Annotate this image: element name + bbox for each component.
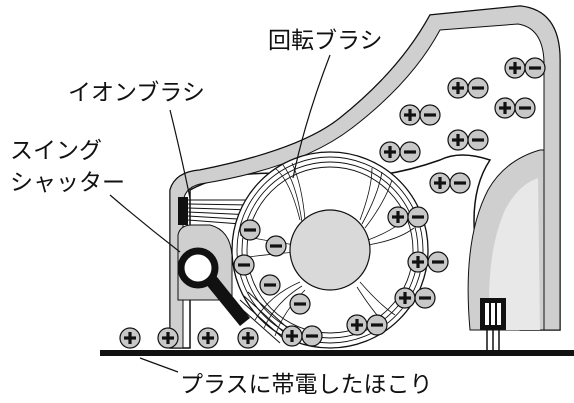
leader-swing-shutter [109,194,181,253]
minus-sign [371,323,383,327]
minus-sign [519,106,531,110]
plus-sign-v [416,256,420,268]
minus-sign [412,215,424,219]
minus-sign [264,283,276,287]
plus-sign-v [396,211,400,223]
ion-brush-mount [178,197,188,225]
plus-sign-v [206,332,210,344]
minus-sign [238,263,250,267]
minus-sign [294,302,306,306]
plus-sign-v [355,319,359,331]
brush-core [289,209,371,291]
plus-sign-v [388,146,392,158]
plus-sign-v [128,332,132,344]
minus-sign [472,138,484,142]
minus-sign [424,113,436,117]
charged-particles [119,57,546,349]
leader-rotating-brush [292,54,331,179]
plus-sign-v [438,177,442,189]
plus-sign-v [246,332,250,344]
label-rotating-brush: 回転ブラシ [268,28,383,54]
plus-sign-v [166,332,170,344]
plus-sign-v [513,62,517,74]
leader-ion-brush [169,109,191,199]
minus-sign [472,86,484,90]
label-dust: プラスに帯電したほこり [180,372,433,398]
minus-sign [454,181,466,185]
minus-sign [529,66,541,70]
minus-sign [404,150,416,154]
swing-shutter [177,247,294,344]
minus-sign [244,228,256,232]
plus-sign-v [408,109,412,121]
plus-sign-v [456,82,460,94]
plus-sign-v [403,292,407,304]
minus-sign [270,244,282,248]
plus-sign-v [456,134,460,146]
shutter-pivot [177,247,219,289]
comb-connector [480,298,506,352]
floor-surface [100,350,574,356]
plus-sign-v [503,102,507,114]
minus-sign [419,296,431,300]
callout-lines [109,54,331,373]
minus-sign [306,334,318,338]
housing-band [169,5,561,349]
minus-sign [432,260,444,264]
plus-sign-v [290,330,294,342]
housing-right-inner [489,178,540,330]
leader-dust [139,357,179,373]
label-swing-shutter-2: シャッター [10,170,125,196]
rotating-brush [231,151,429,349]
label-ion-brush: イオンブラシ [68,80,205,106]
label-swing-shutter-1: スイング [10,138,102,164]
